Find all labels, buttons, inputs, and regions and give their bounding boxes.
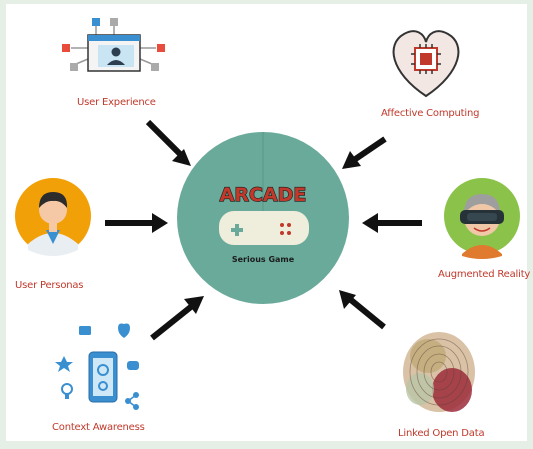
smartphone-context-icon — [55, 323, 139, 410]
diagram-canvas: ARCADE Serious Game — [6, 4, 531, 441]
label-context-awareness: Context Awareness — [52, 422, 145, 433]
center-title: ARCADE — [220, 184, 307, 206]
gamepad-icon — [219, 211, 309, 245]
arrows — [105, 119, 422, 341]
arrow-linked-open-data — [339, 290, 386, 330]
label-user-personas: User Personas — [15, 280, 84, 291]
arrow-user-personas — [105, 213, 168, 233]
label-linked-open-data: Linked Open Data — [398, 428, 485, 439]
diagram-svg: ARCADE Serious Game — [15, 18, 520, 412]
person-avatar-icon — [15, 178, 91, 256]
vr-headset-icon — [444, 178, 520, 259]
arrow-context-awareness — [150, 296, 204, 341]
label-affective-computing: Affective Computing — [381, 108, 480, 119]
center-node: ARCADE Serious Game — [177, 132, 349, 304]
fingerprint-data-icon — [403, 332, 475, 412]
label-user-experience: User Experience — [77, 97, 156, 108]
arrow-augmented-reality — [362, 213, 422, 233]
arrow-user-experience — [145, 119, 191, 166]
heart-chip-icon — [392, 30, 460, 98]
label-augmented-reality: Augmented Reality — [438, 269, 531, 280]
center-subtitle: Serious Game — [232, 255, 295, 264]
arrow-affective-computing — [342, 136, 387, 169]
computer-user-icon — [62, 18, 165, 72]
